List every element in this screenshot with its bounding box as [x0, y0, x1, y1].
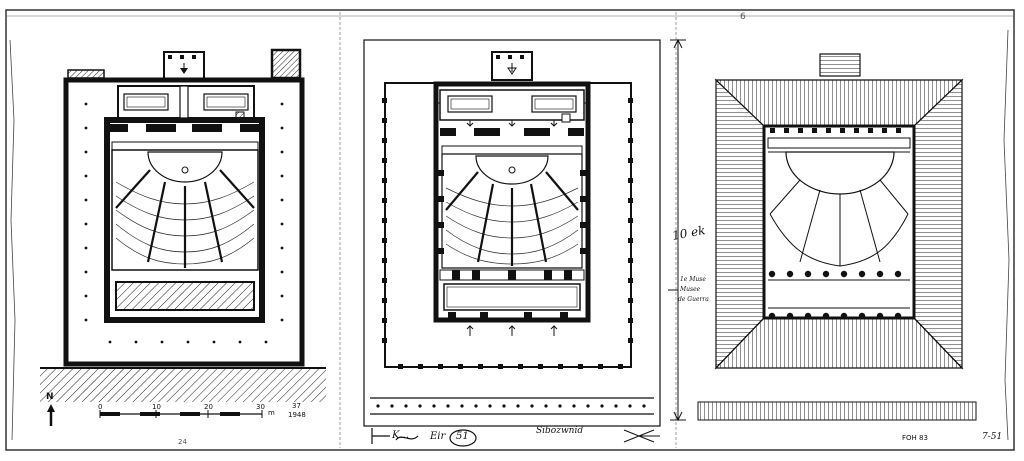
north-arrow: [47, 404, 55, 426]
north-label: N: [46, 392, 54, 402]
plate-prefix: Eir: [430, 431, 446, 442]
foyer: [117, 85, 255, 121]
scale-tick-0: 0: [98, 403, 103, 411]
margin-mark-left: 24: [178, 438, 187, 446]
court-columns-round: [768, 270, 902, 320]
entrance-porch: [163, 51, 205, 81]
outer-enclosure: [63, 77, 305, 367]
sheet-border: [5, 9, 1015, 451]
corner-block-right: [270, 48, 302, 80]
scale-tick-20: 20: [204, 403, 213, 411]
stage: [111, 141, 259, 151]
lower-hall-2: [439, 269, 585, 336]
margin-mark-right: 6: [740, 12, 746, 22]
orchestra-center-mark-2: [508, 166, 516, 174]
caption-handwritten: Sibozwnid: [536, 426, 584, 436]
plate-number: 51: [456, 431, 469, 442]
plan-ref-year: 1948: [288, 411, 306, 419]
ground-plan: [40, 48, 326, 426]
wall-piers: [110, 124, 260, 132]
side-note-mark-1: 1e Muse: [680, 276, 706, 283]
stage-2: [441, 145, 583, 155]
sheet-number: 7-51: [982, 432, 1003, 442]
orchestra-center-mark: [181, 166, 189, 174]
auditorium-seating-2: [441, 153, 583, 269]
auditorium-seating: [111, 149, 259, 271]
wall-piers-2: [440, 128, 584, 136]
foyer-2: [433, 89, 591, 127]
inner-building: [104, 117, 265, 323]
bottom-column-strip: [370, 397, 654, 415]
colonnade-dots: [84, 102, 284, 344]
roof-ridge-vent: [819, 53, 861, 77]
bottom-left-scrawl: K...: [392, 430, 410, 441]
side-wall-piers: [436, 170, 588, 254]
court-columns-top: [770, 128, 901, 133]
entrance-porch-2: [491, 51, 533, 81]
bottom-annotation-marks: [371, 428, 660, 447]
drawing-code: FOH 83: [902, 434, 928, 442]
side-note-mark-3: de Guerra: [678, 296, 709, 303]
roof-auditorium: [768, 151, 910, 267]
plan-ref-number: 37: [292, 402, 301, 410]
dimension-line: [668, 38, 686, 422]
scale-tick-10: 10: [152, 403, 161, 411]
side-note-mark-2: Musee: [680, 286, 701, 293]
panel-frame: [363, 39, 661, 427]
ground-section-hatch: [40, 368, 326, 402]
scale-unit: m: [268, 409, 275, 417]
colonnade-plan: [363, 38, 686, 427]
court-band: [767, 137, 911, 149]
roof-plan: [697, 53, 977, 421]
rear-hall-hatched: [115, 281, 255, 311]
scale-tick-30: 30: [256, 403, 265, 411]
corner-block-left: [67, 69, 105, 79]
scale-bar: [99, 410, 263, 418]
roof-base-strip: [697, 401, 977, 421]
roof-slopes: [714, 78, 964, 370]
